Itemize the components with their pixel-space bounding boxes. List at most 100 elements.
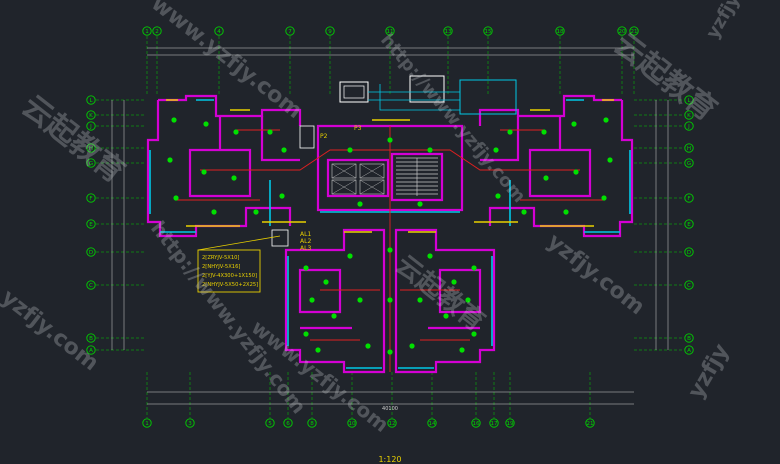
axis-bottom-19: 19 [505, 418, 515, 428]
callout-al1: AL1 [300, 231, 311, 238]
axis-left-F: F [86, 193, 96, 203]
svg-text:B: B [89, 336, 93, 342]
light-fixture-18 [573, 169, 579, 175]
light-fixture-41 [471, 331, 477, 337]
light-fixture-19 [543, 175, 549, 181]
light-fixtures [167, 117, 613, 355]
light-fixture-1 [203, 121, 209, 127]
light-fixture-16 [493, 147, 499, 153]
axis-left-C: C [86, 280, 96, 290]
axis-right-A: A [684, 345, 694, 355]
rooftop-equipment [271, 75, 517, 247]
watermark-2: www.yzfjy.com [146, 0, 306, 124]
watermark-4: yzfjy.com [0, 285, 103, 376]
svg-text:C: C [687, 283, 691, 289]
windows [149, 99, 631, 369]
svg-text:1: 1 [145, 29, 149, 35]
svg-text:H: H [89, 146, 93, 152]
svg-text:4: 4 [217, 29, 221, 35]
svg-text:17: 17 [490, 421, 498, 427]
axis-right-E: E [684, 219, 694, 229]
axis-top-4: 4 [214, 26, 224, 36]
light-fixture-40 [443, 313, 449, 319]
svg-text:12: 12 [388, 421, 395, 427]
axis-bottom-1: 1 [142, 418, 152, 428]
axis-top-2: 2 [152, 26, 162, 36]
svg-text:D: D [687, 250, 691, 256]
light-fixture-32 [331, 313, 337, 319]
watermark-6: 云起教育 [607, 27, 723, 128]
light-fixture-38 [451, 279, 457, 285]
axis-top-1: 1 [142, 26, 152, 36]
axis-top-11: 11 [385, 26, 395, 36]
light-fixture-12 [603, 117, 609, 123]
svg-text:21: 21 [630, 29, 638, 35]
light-fixture-11 [279, 193, 285, 199]
axis-left-A: A [86, 345, 96, 355]
callout-p2: P2 [320, 133, 328, 140]
axis-right-J: J [684, 121, 694, 131]
light-fixture-24 [347, 147, 353, 153]
axis-right-K: K [684, 110, 694, 120]
svg-text:1: 1 [145, 421, 149, 427]
light-fixture-4 [281, 147, 287, 153]
scale-label: 1:120 [378, 455, 401, 464]
light-fixture-46 [387, 297, 393, 303]
svg-text:8: 8 [310, 421, 314, 427]
axis-left-K: K [86, 110, 96, 120]
light-fixture-7 [231, 175, 237, 181]
watermark-8: yzfjy.com [542, 229, 649, 320]
axis-right-D: D [684, 247, 694, 257]
light-fixture-0 [171, 117, 177, 123]
watermark-10: yzfjy [702, 0, 744, 42]
svg-text:F: F [89, 196, 92, 202]
svg-text:10: 10 [348, 421, 356, 427]
svg-text:E: E [687, 222, 691, 228]
axis-left-H: H [86, 143, 96, 153]
callout-al3: AL3 [300, 245, 311, 252]
svg-text:19: 19 [506, 421, 514, 427]
svg-text:G: G [687, 161, 691, 167]
svg-text:A: A [89, 348, 93, 354]
axis-left-J: J [86, 121, 96, 131]
light-fixture-48 [315, 347, 321, 353]
light-fixture-30 [323, 279, 329, 285]
svg-text:13: 13 [444, 29, 452, 35]
axis-right-G: G [684, 158, 694, 168]
svg-text:21: 21 [586, 421, 594, 427]
light-fixture-43 [409, 343, 415, 349]
watermark-5: http://www.yzfjy.com [376, 30, 529, 207]
axis-top-13: 13 [443, 26, 453, 36]
axis-top-15: 15 [483, 26, 493, 36]
light-fixture-47 [387, 349, 393, 355]
axis-bottom-6: 6 [283, 418, 293, 428]
svg-text:E: E [89, 222, 93, 228]
light-fixture-2 [233, 129, 239, 135]
svg-text:J: J [89, 124, 92, 130]
svg-text:18: 18 [556, 29, 564, 35]
light-fixture-26 [387, 137, 393, 143]
light-fixture-42 [417, 297, 423, 303]
legend-line-4: 2[NHYJV-5X50+2X25] [202, 282, 258, 288]
light-fixture-10 [253, 209, 259, 215]
axis-bottom-17: 17 [489, 418, 499, 428]
svg-text:L: L [89, 98, 93, 104]
svg-text:20: 20 [618, 29, 626, 35]
svg-text:G: G [89, 161, 93, 167]
light-fixture-39 [465, 297, 471, 303]
legend-line-3: 2[YJV-4X300+1X150] [202, 273, 257, 279]
svg-text:B: B [687, 336, 691, 342]
axis-top-20: 20 [617, 26, 627, 36]
light-fixture-23 [495, 193, 501, 199]
overall-dimension: 40100 [382, 406, 398, 412]
legend-line-2: 2[NHYJV-5X16] [202, 264, 240, 270]
light-fixture-28 [417, 201, 423, 207]
light-fixture-9 [211, 209, 217, 215]
axis-right-F: F [684, 193, 694, 203]
svg-text:D: D [89, 250, 93, 256]
axis-bottom-14: 14 [427, 418, 437, 428]
svg-text:2: 2 [155, 29, 159, 35]
svg-text:J: J [687, 124, 690, 130]
